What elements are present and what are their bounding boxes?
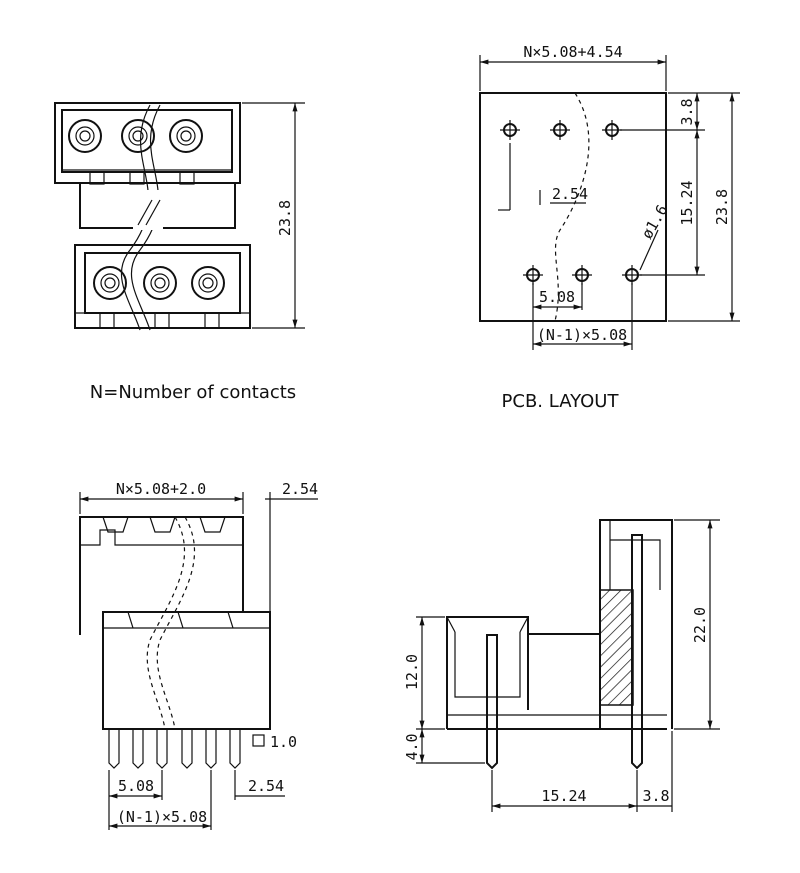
front-view: N×5.08+2.0 2.54 1.0 — [79, 480, 318, 830]
pcb-pitch-label: 5.08 — [539, 288, 575, 306]
upper-plug-outline — [79, 516, 244, 635]
pcb-holes-top — [500, 120, 622, 140]
contacts-caption: N=Number of contacts — [90, 382, 296, 403]
pcb-outline — [479, 92, 667, 322]
pin-size-label: 1.0 — [270, 733, 297, 751]
pcb-15-24-label: 15.24 — [678, 180, 696, 225]
front-pin-offset-label: 2.54 — [248, 777, 284, 795]
pcb-3-8-label: 3.8 — [678, 98, 696, 125]
pcb-23-8-label: 23.8 — [713, 189, 731, 225]
front-pins — [108, 729, 241, 769]
small-header-outline — [446, 616, 529, 729]
pcb-holes-bottom — [523, 265, 642, 285]
hatched-section — [599, 589, 634, 706]
front-offset-label: 2.54 — [282, 480, 318, 498]
front-width-label: N×5.08+2.0 — [116, 480, 206, 498]
side-15-24-label: 15.24 — [541, 787, 586, 805]
pcb-width-label: N×5.08+4.54 — [523, 43, 622, 61]
top-view-height-label: 23.8 — [276, 200, 294, 236]
short-pin — [486, 634, 498, 770]
lower-header-outline — [102, 611, 271, 730]
side-3-8-label: 3.8 — [642, 787, 669, 805]
long-pin — [631, 534, 643, 770]
pcb-layout-view: N×5.08+4.54 2.54 3.8 15.24 23.8 — [479, 43, 740, 412]
side-12-label: 12.0 — [403, 654, 421, 690]
pcb-layout-caption: PCB. LAYOUT — [502, 391, 620, 412]
lower-screw-terminals — [93, 266, 225, 300]
front-pitch-label: 5.08 — [118, 777, 154, 795]
pcb-span-label: (N-1)×5.08 — [537, 326, 627, 344]
pin-square-icon — [252, 734, 265, 747]
pcb-offset-label: 2.54 — [552, 185, 588, 203]
side-view: 12.0 4.0 22.0 15.24 3.8 — [403, 519, 720, 812]
side-4-label: 4.0 — [403, 733, 421, 760]
top-view: 23.8 N=Number of contacts — [54, 102, 305, 403]
upper-screw-terminals — [68, 119, 203, 153]
upper-plug-body — [54, 102, 241, 184]
front-span-label: (N-1)×5.08 — [117, 808, 207, 826]
side-22-label: 22.0 — [691, 607, 709, 643]
